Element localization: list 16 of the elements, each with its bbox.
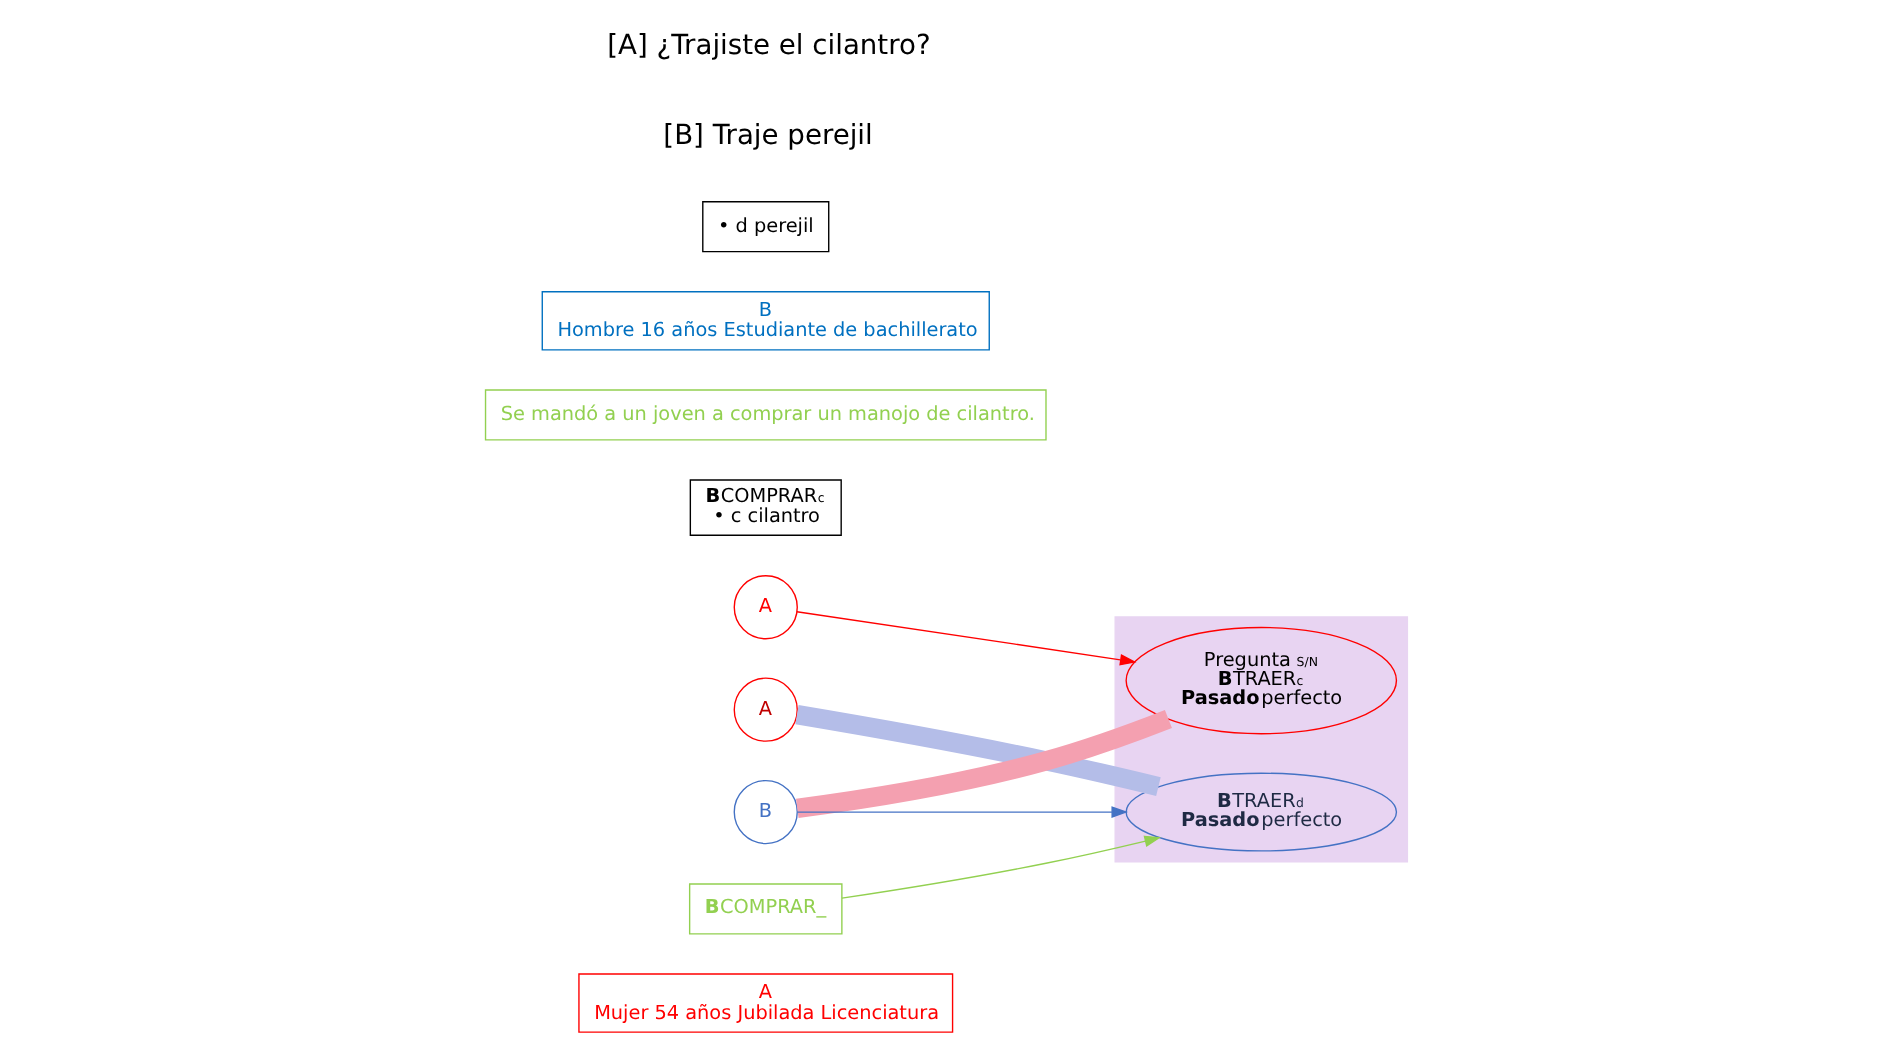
node-box: B Hombre 16 años Estudiante de bachillerato <box>540 291 989 351</box>
node-box: Se mandó a un joven a comprar un manojo de cilantro. <box>483 389 1046 441</box>
node-box: A Mujer 54 años Jubilada Licenciatura <box>577 973 953 1033</box>
node-box: • d perejil <box>701 201 829 253</box>
node-circle: A <box>732 677 797 742</box>
arrow <box>840 835 1161 899</box>
arrow <box>795 806 1128 818</box>
cluster <box>1113 616 1408 863</box>
label: [A] ¿Trajiste el cilantro? <box>606 29 930 62</box>
node-circle: B <box>732 779 797 845</box>
connector <box>794 705 1160 797</box>
label: [B] Traje perejil <box>662 119 872 152</box>
node-box: BCOMPRAR_ <box>687 883 842 935</box>
arrow <box>795 611 1136 666</box>
node-circle: A <box>732 575 797 640</box>
connector <box>794 710 1171 818</box>
